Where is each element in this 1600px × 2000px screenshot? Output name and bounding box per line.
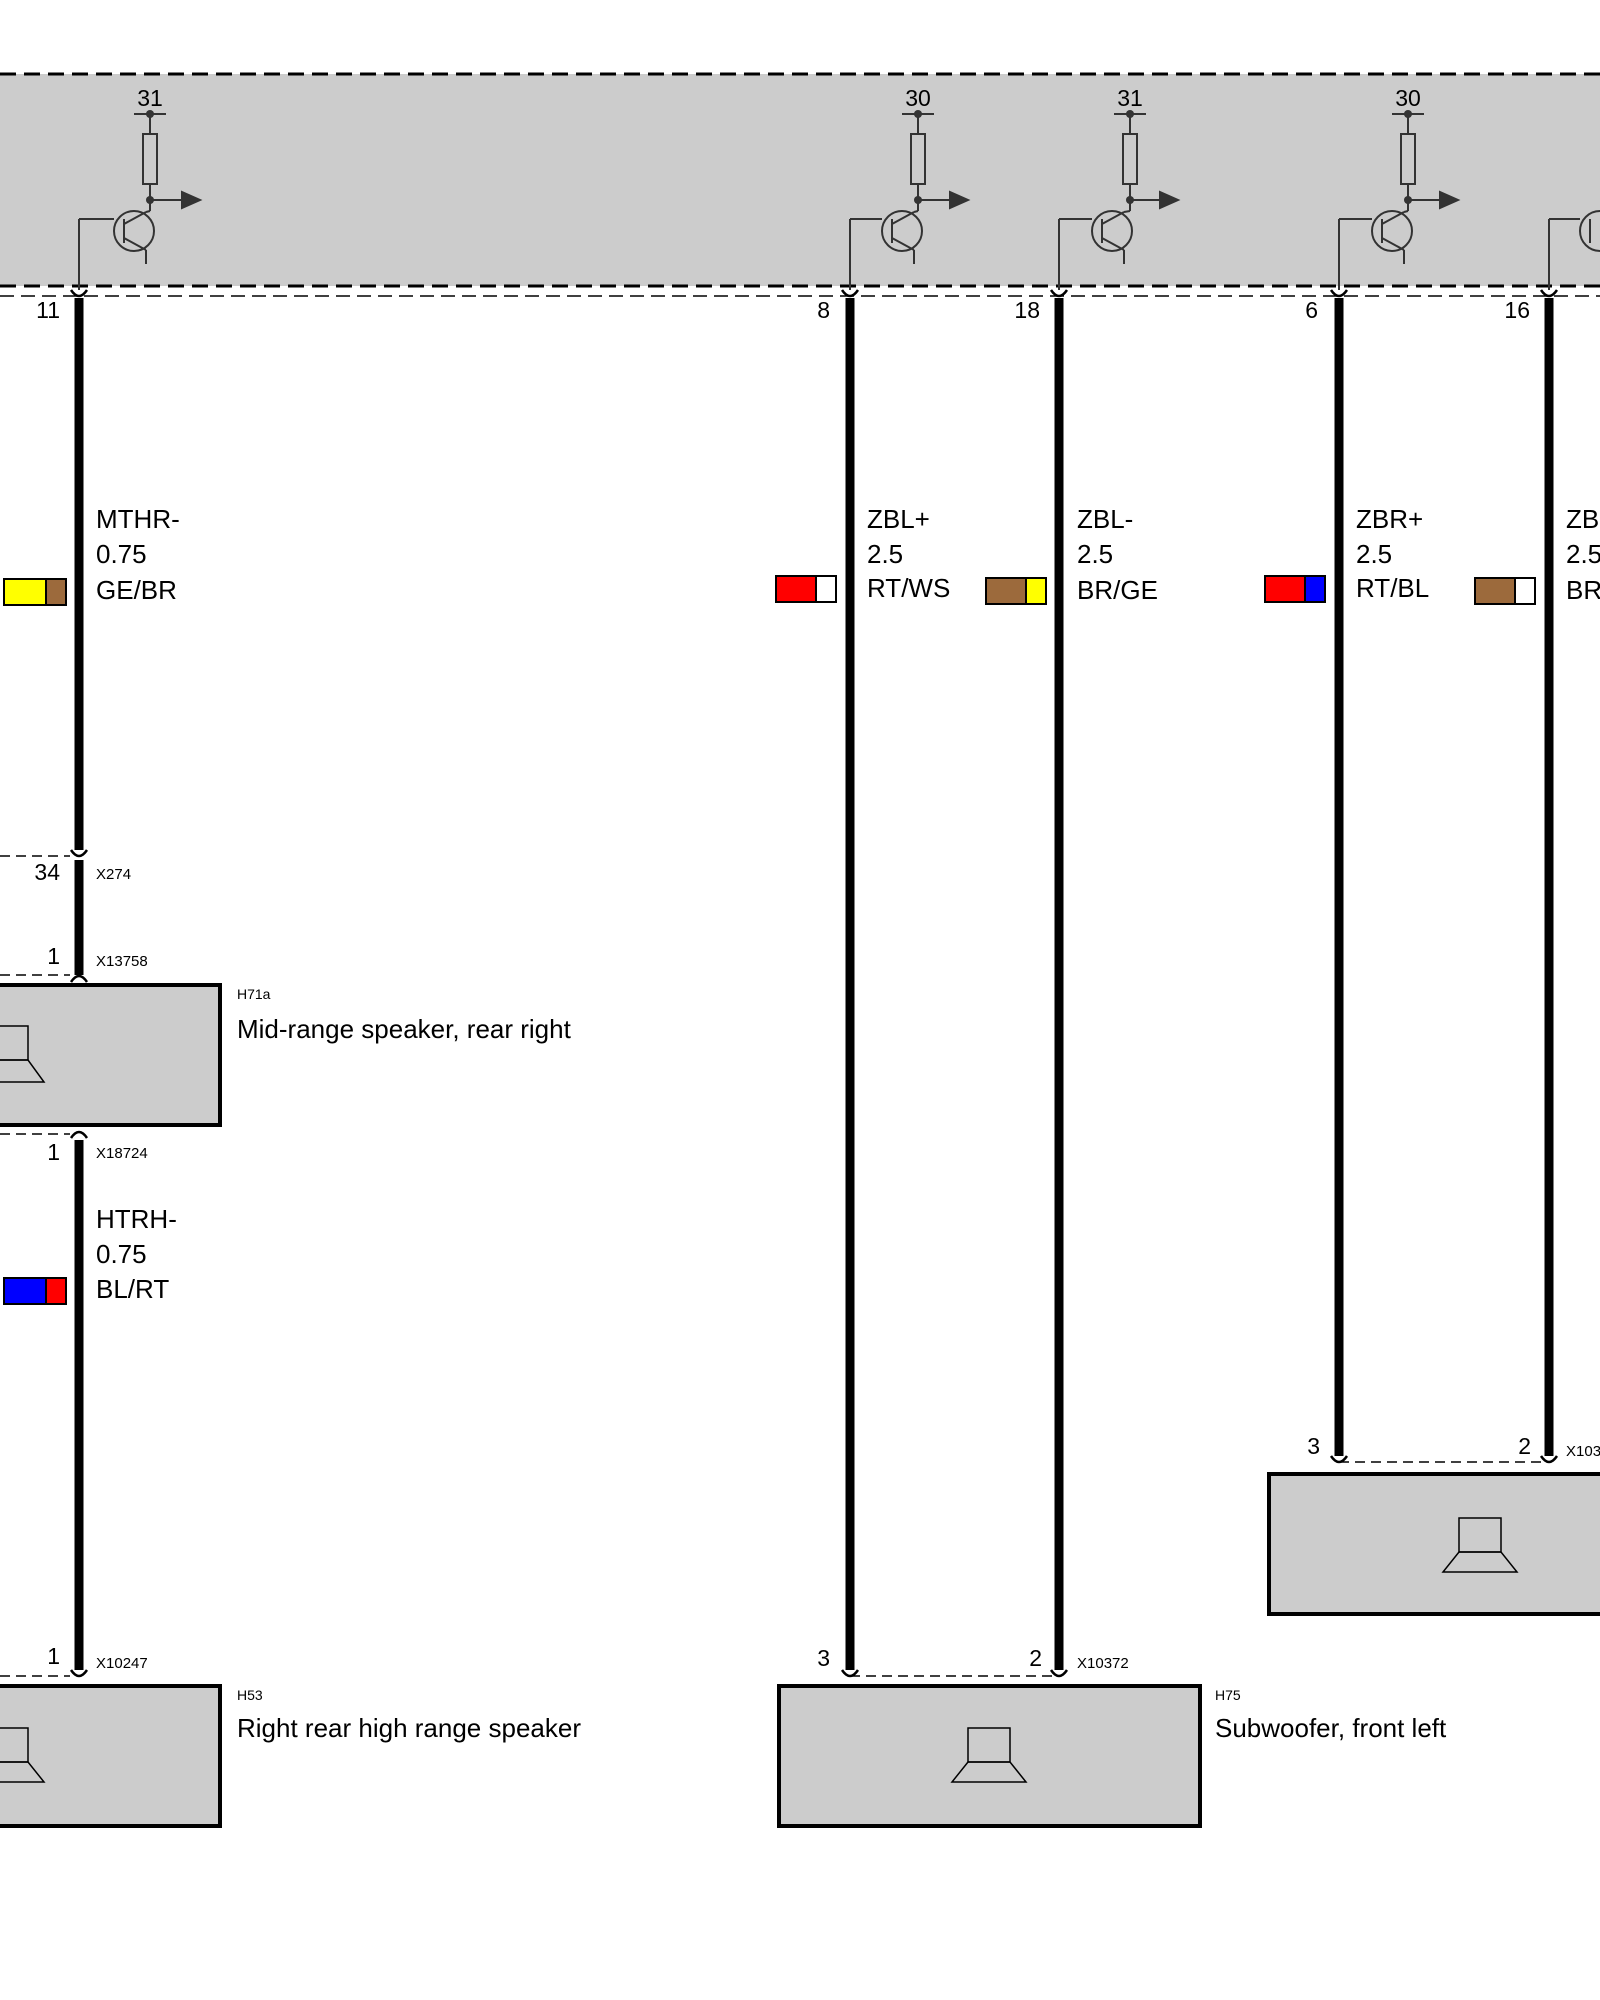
component-box	[777, 1684, 1202, 1828]
connector-x10372: 3 2 X10372	[817, 1645, 1129, 1677]
pin-number: 1	[47, 1643, 60, 1669]
wire-name: ZBL+	[867, 504, 930, 534]
wire-gauge: 2.5	[1356, 539, 1392, 569]
connector-x10247: 1 X10247	[0, 1643, 148, 1677]
connector-x103: 3 2 X103	[1307, 1433, 1600, 1463]
connector-x18724: 1 X18724	[0, 1133, 148, 1165]
wire-label-zbl-minus: ZBL- 2.5 BR/GE	[985, 504, 1158, 605]
wire-label-zbr-plus: ZBR+ 2.5 RT/BL	[1264, 504, 1429, 603]
color-swatch-stripe	[45, 578, 67, 606]
wire-gauge: 2.5	[867, 539, 903, 569]
pin-number: 1	[47, 1139, 60, 1165]
supply-terminal-label: 31	[137, 85, 163, 111]
socket-symbols	[69, 289, 1559, 1678]
wire-name: ZB	[1566, 504, 1599, 534]
wire-gauge: 0.75	[96, 1239, 147, 1269]
connector-id: X18724	[96, 1145, 148, 1162]
wire-color-code: RT/BL	[1356, 573, 1429, 603]
wire-name: ZBL-	[1077, 504, 1133, 534]
wire-label-zb: ZB 2.5 BR	[1474, 504, 1600, 605]
color-swatch-stripe	[1025, 577, 1047, 605]
connector-id: X10372	[1077, 1655, 1129, 1672]
pin-number: 34	[34, 859, 60, 885]
output-stage-d: 30 6	[1305, 85, 1461, 323]
connector-id: X10247	[96, 1655, 148, 1672]
transistor-symbol	[78, 113, 203, 290]
wire-gauge: 0.75	[96, 539, 147, 569]
pin-number: 1	[47, 943, 60, 969]
pin-number: 18	[1014, 297, 1040, 323]
component-id: H53	[237, 1687, 263, 1703]
output-stage-e: 16	[1504, 210, 1600, 323]
output-stage-a: 31 11	[36, 85, 203, 323]
component-h53: H53 Right rear high range speaker	[0, 1684, 581, 1828]
color-swatch-primary	[775, 575, 817, 603]
connector-x274: 34 X274	[0, 855, 131, 885]
component-h75: H75 Subwoofer, front left	[777, 1684, 1447, 1828]
component-name: Subwoofer, front left	[1215, 1713, 1447, 1743]
component-box	[0, 1684, 222, 1828]
supply-terminal-label: 31	[1117, 85, 1143, 111]
connector-id: X274	[96, 866, 131, 883]
connector-id: X103	[1566, 1443, 1600, 1460]
transistor-symbol	[1338, 113, 1461, 290]
wire-color-code: GE/BR	[96, 575, 177, 605]
wire-label-zbl-plus: ZBL+ 2.5 RT/WS	[775, 504, 950, 603]
wire-label-htrh: HTRH- 0.75 BL/RT	[3, 1204, 177, 1305]
color-swatch-primary	[3, 1277, 47, 1305]
component-box	[1267, 1472, 1600, 1616]
pin-number: 6	[1305, 297, 1318, 323]
wire-color-code: BR/GE	[1077, 575, 1158, 605]
color-swatch-primary	[1264, 575, 1306, 603]
supply-terminal-label: 30	[905, 85, 931, 111]
wire-color-code: BL/RT	[96, 1274, 169, 1304]
pin-number: 8	[817, 297, 830, 323]
pin-number: 11	[36, 297, 60, 323]
wire-color-code: BR	[1566, 575, 1600, 605]
speaker-icon	[950, 1727, 1028, 1783]
output-stage-c: 31 18	[1014, 85, 1181, 323]
color-swatch-primary	[3, 578, 47, 606]
wire-gauge: 2.5	[1566, 539, 1600, 569]
connector-x13758: 1 X13758	[0, 943, 148, 976]
output-stage-b: 30 8	[817, 85, 971, 323]
component-id: H71a	[237, 986, 271, 1002]
color-swatch-stripe	[1514, 577, 1536, 605]
wire-name: HTRH-	[96, 1204, 177, 1234]
color-swatch-stripe	[815, 575, 837, 603]
pin-number: 3	[1307, 1433, 1320, 1459]
wire-name: ZBR+	[1356, 504, 1423, 534]
pin-number: 2	[1518, 1433, 1531, 1459]
transistor-symbol	[1058, 113, 1181, 290]
speaker-icon	[0, 1727, 46, 1783]
connector-id: X13758	[96, 953, 148, 970]
color-swatch-primary	[985, 577, 1027, 605]
wire-color-code: RT/WS	[867, 573, 950, 603]
component-box	[0, 983, 222, 1127]
pin-number: 3	[817, 1645, 830, 1671]
color-swatch-stripe	[1304, 575, 1326, 603]
wire-lines	[74, 298, 1554, 1670]
wire-name: MTHR-	[96, 504, 180, 534]
pin-number: 16	[1504, 297, 1530, 323]
color-swatch-primary	[1474, 577, 1516, 605]
speaker-icon	[0, 1025, 46, 1083]
wire-gauge: 2.5	[1077, 539, 1113, 569]
wire-label-mthr: MTHR- 0.75 GE/BR	[3, 504, 180, 606]
supply-terminal-label: 30	[1395, 85, 1421, 111]
color-swatch-stripe	[45, 1277, 67, 1305]
component-name: Right rear high range speaker	[237, 1713, 581, 1743]
component-h71a: H71a Mid-range speaker, rear right	[0, 983, 572, 1127]
pin-number: 2	[1029, 1645, 1042, 1671]
transistor-symbol	[1548, 210, 1600, 290]
component-name: Mid-range speaker, rear right	[237, 1014, 572, 1044]
control-unit-housing	[0, 72, 1600, 297]
speaker-icon	[1441, 1517, 1519, 1573]
component-subwoofer-right	[1267, 1472, 1600, 1616]
component-id: H75	[1215, 1687, 1241, 1703]
